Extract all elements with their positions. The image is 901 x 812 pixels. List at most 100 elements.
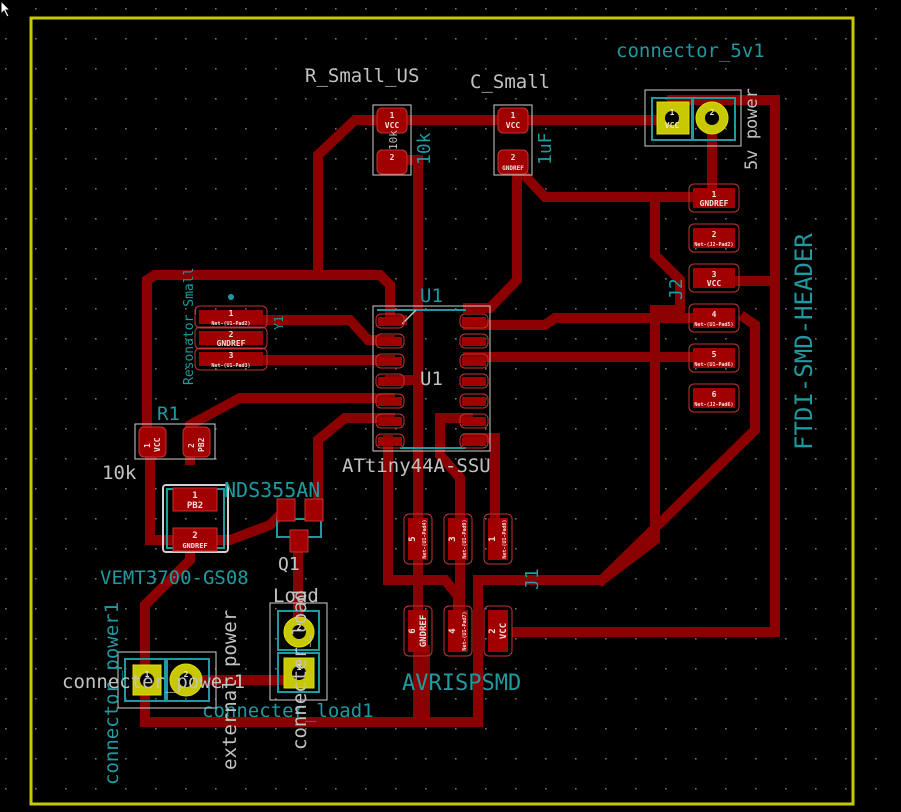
footprint-ftdi-header[interactable]: FTDI-SMD-HEADER J2 1GNDREF2Net-(J2-Pad2)… [666,183,818,450]
c-small-pad1-num: 1 [511,111,516,120]
ftdi-pad-2-net: Net-(J2-Pad2) [694,242,733,248]
resonator-ref: Y1 [272,316,286,330]
r-small-pad1-net: VCC [385,121,400,130]
u1-pad-right-13[interactable] [462,337,486,346]
ftdi-pad-1[interactable] [693,188,735,208]
u1-pad-clearance [375,373,405,389]
vemt-pad1-net: PB2 [187,501,203,511]
footprint-connector-5v[interactable]: connector_5v1 1 VCC 2 5v power [616,40,765,170]
c-small-pad1[interactable] [497,107,529,134]
r1-pad2-num: 2 [187,443,196,448]
footprint-load-connector[interactable]: Load 2 1 connecter_load1 connecter_load [202,585,374,750]
u1-pad-right-8[interactable] [462,437,486,446]
u1-ref-inner: U1 [420,368,443,390]
avrisp-pad-5[interactable] [408,518,428,560]
r-small-pad2-num: 2 [390,153,395,162]
u1-pad-right-10[interactable] [462,397,486,406]
load-drill2 [292,625,306,639]
q1-pad-source[interactable] [304,498,324,522]
footprint-power-connector[interactable]: 1 2 connecter_power1 connector_power1 ex… [62,602,245,785]
ftdi-pad-4[interactable] [693,308,735,328]
avrisp-pad-1[interactable] [488,518,508,560]
r1-value: 10k [102,462,137,484]
resonator-pad-1-num: 1 [229,309,234,318]
footprint-r1[interactable]: R1 1 VCC 2 PB2 10k [102,403,216,484]
r1-pad1[interactable] [138,426,167,458]
connector-5v-value: 5v power [742,88,762,170]
u1-pad-clearance [375,333,405,349]
vemt-pad1[interactable] [172,487,218,512]
ftdi-pad-3-clearance [688,263,740,293]
footprint-vemt[interactable]: 1 PB2 2 GNDREF VEMT3700-GS08 [100,484,249,589]
u1-pad-left-1[interactable] [378,317,402,326]
footprint-c-small[interactable]: C_Small 1 VCC 2 GNDREF 1uF [470,71,556,176]
connector-5v-courtyard [644,89,742,147]
ftdi-pad-3[interactable] [693,268,735,288]
load-pad2-num: 2 [297,623,302,632]
load-ref-vertical: connecter_load [289,590,311,750]
footprint-resonator[interactable]: Resonator_Small Y1 1Net-(U1-Pad2)2GNDREF… [182,268,286,385]
ftdi-pad-5-net: Net-(U1-Pad6) [694,362,733,368]
footprint-r-small[interactable]: R_Small_US 1 VCC 2 10k 10k [305,65,435,176]
ftdi-pad-5-num: 5 [712,350,717,359]
avrisp-pad-1-net: Net-(U1-Pad8) [502,519,508,558]
r1-pad1-num: 1 [143,443,152,448]
u1-pad-right-11[interactable] [462,377,486,386]
u1-pad-left-5[interactable] [378,397,402,406]
resonator-pad-3-num: 3 [229,351,234,360]
avrisp-pad-6[interactable] [408,610,428,652]
power-outline2 [166,658,210,702]
u1-pad-left-2[interactable] [378,337,402,346]
r1-courtyard [134,423,216,460]
avrisp-pad-2-net: VCC [499,623,509,639]
u1-pad-left-4[interactable] [378,377,402,386]
avrisp-pad-4-clearance [443,605,473,657]
u1-pad-right-9[interactable] [462,417,486,426]
c-small-pad2[interactable] [497,149,529,175]
u1-value: ATtiny44A-SSU [342,455,491,477]
ftdi-pad-4-clearance [688,303,740,333]
connector-5v-ref: connector_5v1 [616,40,765,62]
footprint-u1[interactable]: U1 U1 ATtiny44A-SSU [342,285,491,477]
resonator-pad-3[interactable] [199,352,263,366]
avrisp-pad-2[interactable] [488,610,508,652]
avrisp-pad-3[interactable] [448,518,468,560]
avrisp-pad-6-clearance [403,605,433,657]
r-small-pad2[interactable] [376,149,408,175]
ftdi-pad-2-num: 2 [712,230,717,239]
resonator-pad-2[interactable] [199,331,263,345]
load-outline2 [277,610,320,651]
r-small-pad1[interactable] [376,107,408,134]
avrisp-pad-4[interactable] [448,610,468,652]
resonator-value: Resonator_Small [182,268,197,385]
power-pad1-num: 1 [145,670,150,679]
u1-pad-right-14[interactable] [462,317,486,326]
r1-pad2[interactable] [182,426,211,458]
u1-pad-right-12[interactable] [462,357,486,366]
footprint-q1[interactable]: NDS355AN Q1 [224,478,324,575]
power-value: external power [219,610,241,770]
resonator-pad-2-clearance [194,326,268,350]
resonator-pad-1-net: Net-(U1-Pad2) [211,321,250,327]
ftdi-pad-2[interactable] [693,228,735,248]
u1-pad-left-6[interactable] [378,417,402,426]
vemt-pad2[interactable] [172,527,218,552]
q1-pad-drain[interactable] [289,529,309,553]
ftdi-pad-5[interactable] [693,348,735,368]
ftdi-pad-6[interactable] [693,388,735,408]
ftdi-pad-3-num: 3 [712,270,717,279]
connector-5v-pad1-num: 1 [670,108,675,117]
connector-5v-drill1 [665,111,679,125]
trace-avr-left [383,435,463,627]
vemt-pad2-num: 2 [192,531,197,541]
u1-pad-left-3[interactable] [378,357,402,366]
q1-pad-gate[interactable] [276,498,296,522]
r-small-ref: 10k [414,132,435,165]
trace-c-u1 [463,150,522,313]
r-small-courtyard [372,104,412,176]
u1-pad-left-7[interactable] [378,437,402,446]
resonator-pad-1[interactable] [199,310,263,324]
u1-pad-clearance [375,413,405,429]
